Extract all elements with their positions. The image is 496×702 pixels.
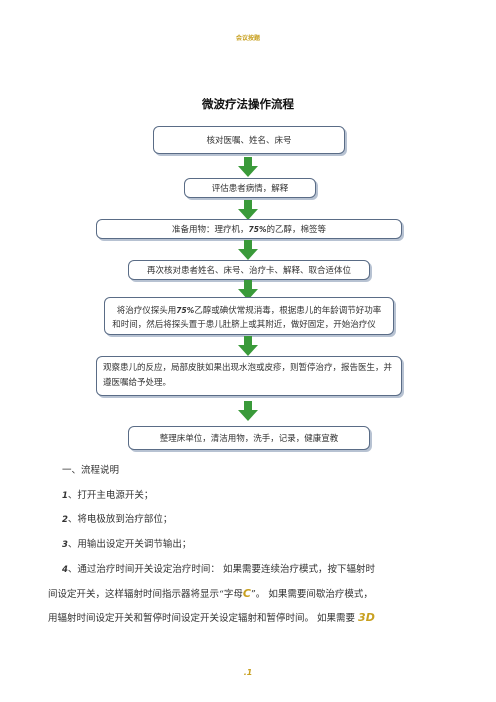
list-item: 3、用输出设定开关调节输出； — [62, 539, 192, 550]
paragraph-line: 间设定开关，这样辐射时间指示器将显示“字母C”。 如果需要间歇治疗模式， — [48, 587, 373, 600]
flow-step-5-text: 将治疗仪探头用75%乙醇或碘伏常规消毒，根据患儿的年龄调节好功率 — [116, 306, 382, 316]
flow-step-3: 准备用物：理疗机，75%的乙醇，棉签等 — [96, 219, 402, 239]
header-mark: 会议按题 — [235, 35, 260, 42]
flow-step-5-text-line2: 和时间，然后将探头置于患儿肚脐上或其附近，做好固定，开始治疗仪 — [112, 320, 376, 330]
flow-step-6-text: 观察患儿的反应，局部皮肤如果出现水泡或皮疹，则暂停治疗，报告医生，并遵医嘱给予处… — [103, 363, 393, 388]
flow-step-7-text: 整理床单位，清洁用物，洗手，记录，健康宣教 — [159, 434, 339, 444]
list-item: 4、通过治疗时间开关设定治疗时间： 如果需要连续治疗模式，按下辐射时 — [62, 564, 375, 575]
flow-step-4-text: 再次核对患者姓名、床号、治疗卡、解释、取合适体位 — [146, 266, 351, 276]
section-heading: 一、流程说明 — [62, 465, 120, 476]
flow-step-2-text: 评估患者病情，解释 — [211, 184, 289, 194]
list-item: 1、打开主电源开关； — [62, 490, 154, 501]
arrow-down-icon — [238, 336, 258, 356]
page-title: 微波疗法操作流程 — [202, 97, 294, 111]
flow-step-5: 将治疗仪探头用75%乙醇或碘伏常规消毒，根据患儿的年龄调节好功率 和时间，然后将… — [104, 297, 394, 335]
flow-step-3-text: 准备用物：理疗机，75%的乙醇，棉签等 — [172, 225, 326, 235]
flow-step-4: 再次核对患者姓名、床号、治疗卡、解释、取合适体位 — [128, 260, 370, 280]
flow-step-7: 整理床单位，清洁用物，洗手，记录，健康宣教 — [128, 426, 370, 450]
flow-step-1-text: 核对医嘱、姓名、床号 — [206, 136, 292, 146]
arrow-down-icon — [238, 157, 258, 177]
flow-step-2: 评估患者病情，解释 — [184, 178, 316, 198]
paragraph-line: 用辐射时间设定开关和暂停时间设定开关设定辐射和暂停时间。 如果需要 3D — [48, 611, 375, 624]
list-item: 2、将电极放到治疗部位； — [62, 514, 173, 525]
arrow-down-icon — [238, 240, 258, 260]
page-number: .1 — [243, 668, 253, 677]
flow-step-1: 核对医嘱、姓名、床号 — [153, 126, 345, 154]
arrow-down-icon — [238, 401, 258, 421]
arrow-down-icon — [238, 200, 258, 220]
flow-step-6: 观察患儿的反应，局部皮肤如果出现水泡或皮疹，则暂停治疗，报告医生，并遵医嘱给予处… — [96, 356, 402, 396]
